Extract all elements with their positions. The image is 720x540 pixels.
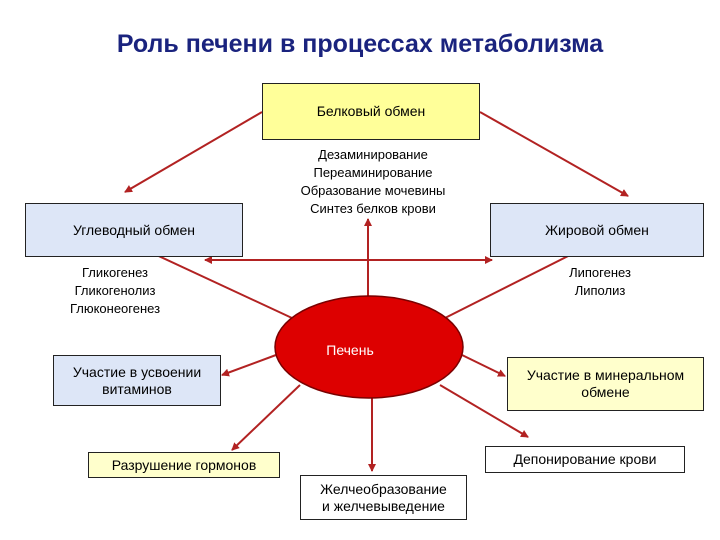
liver-label: Печень <box>326 342 374 358</box>
carb-process-item: Гликогенолиз <box>74 283 156 298</box>
hormones-label: Разрушение гормонов <box>111 456 257 473</box>
mineral-box: Участие в минеральном обмене <box>507 357 704 411</box>
fat-metabolism-box: Жировой обмен <box>490 203 704 257</box>
page-title: Роль печени в процессах метаболизма <box>116 30 604 58</box>
blood-depot-box: Депонирование крови <box>485 446 685 473</box>
protein-metabolism-box: Белковый обмен <box>262 83 480 140</box>
protein-processes-list: Дезаминирование Переаминирование Образов… <box>268 146 478 218</box>
liver-node <box>274 295 464 399</box>
mineral-label-line1: Участие в минеральном <box>526 367 685 383</box>
carb-process-item: Гликогенез <box>82 265 148 280</box>
protein-process-item: Дезаминирование <box>318 147 428 162</box>
hormones-box: Разрушение гормонов <box>88 452 280 478</box>
vitamins-label-line1: Участие в усвоении <box>72 363 202 380</box>
bile-label-line1: Желчеобразование <box>320 480 447 497</box>
arrow-liver-to-fat <box>444 245 589 319</box>
protein-process-item: Синтез белков крови <box>310 201 436 216</box>
mineral-label-line2: обмене <box>581 384 630 400</box>
arrow-protein-to-fat <box>479 111 629 197</box>
protein-process-item: Образование мочевины <box>300 183 446 198</box>
fat-processes-list: Липогенез Липолиз <box>540 264 660 300</box>
protein-metabolism-label: Белковый обмен <box>316 103 426 119</box>
vitamins-box: Участие в усвоении витаминов <box>53 355 221 406</box>
arrow-liver-to-carb <box>134 244 293 319</box>
fat-metabolism-label: Жировой обмен <box>545 221 649 238</box>
arrow-liver-to-hormones <box>231 384 301 451</box>
fat-process-item: Липолиз <box>574 283 626 298</box>
arrow-liver-to-mineral <box>461 354 506 377</box>
bile-box: Желчеобразование и желчевыведение <box>300 475 467 520</box>
bile-label-line2: и желчевыведение <box>322 497 445 514</box>
carb-metabolism-box: Углеводный обмен <box>25 203 243 257</box>
blood-depot-label: Депонирование крови <box>513 451 657 467</box>
arrow-protein-to-carb <box>124 111 263 193</box>
arrow-liver-to-vitamins <box>221 354 277 377</box>
carb-processes-list: Гликогенез Гликогенолиз Глюконеогенез <box>40 264 190 318</box>
fat-process-item: Липогенез <box>569 265 631 280</box>
arrow-liver-to-blood <box>439 384 529 438</box>
carb-process-item: Глюконеогенез <box>69 301 161 316</box>
protein-process-item: Переаминирование <box>313 165 433 180</box>
carb-metabolism-label: Углеводный обмен <box>72 221 196 238</box>
vitamins-label-line2: витаминов <box>102 380 172 397</box>
